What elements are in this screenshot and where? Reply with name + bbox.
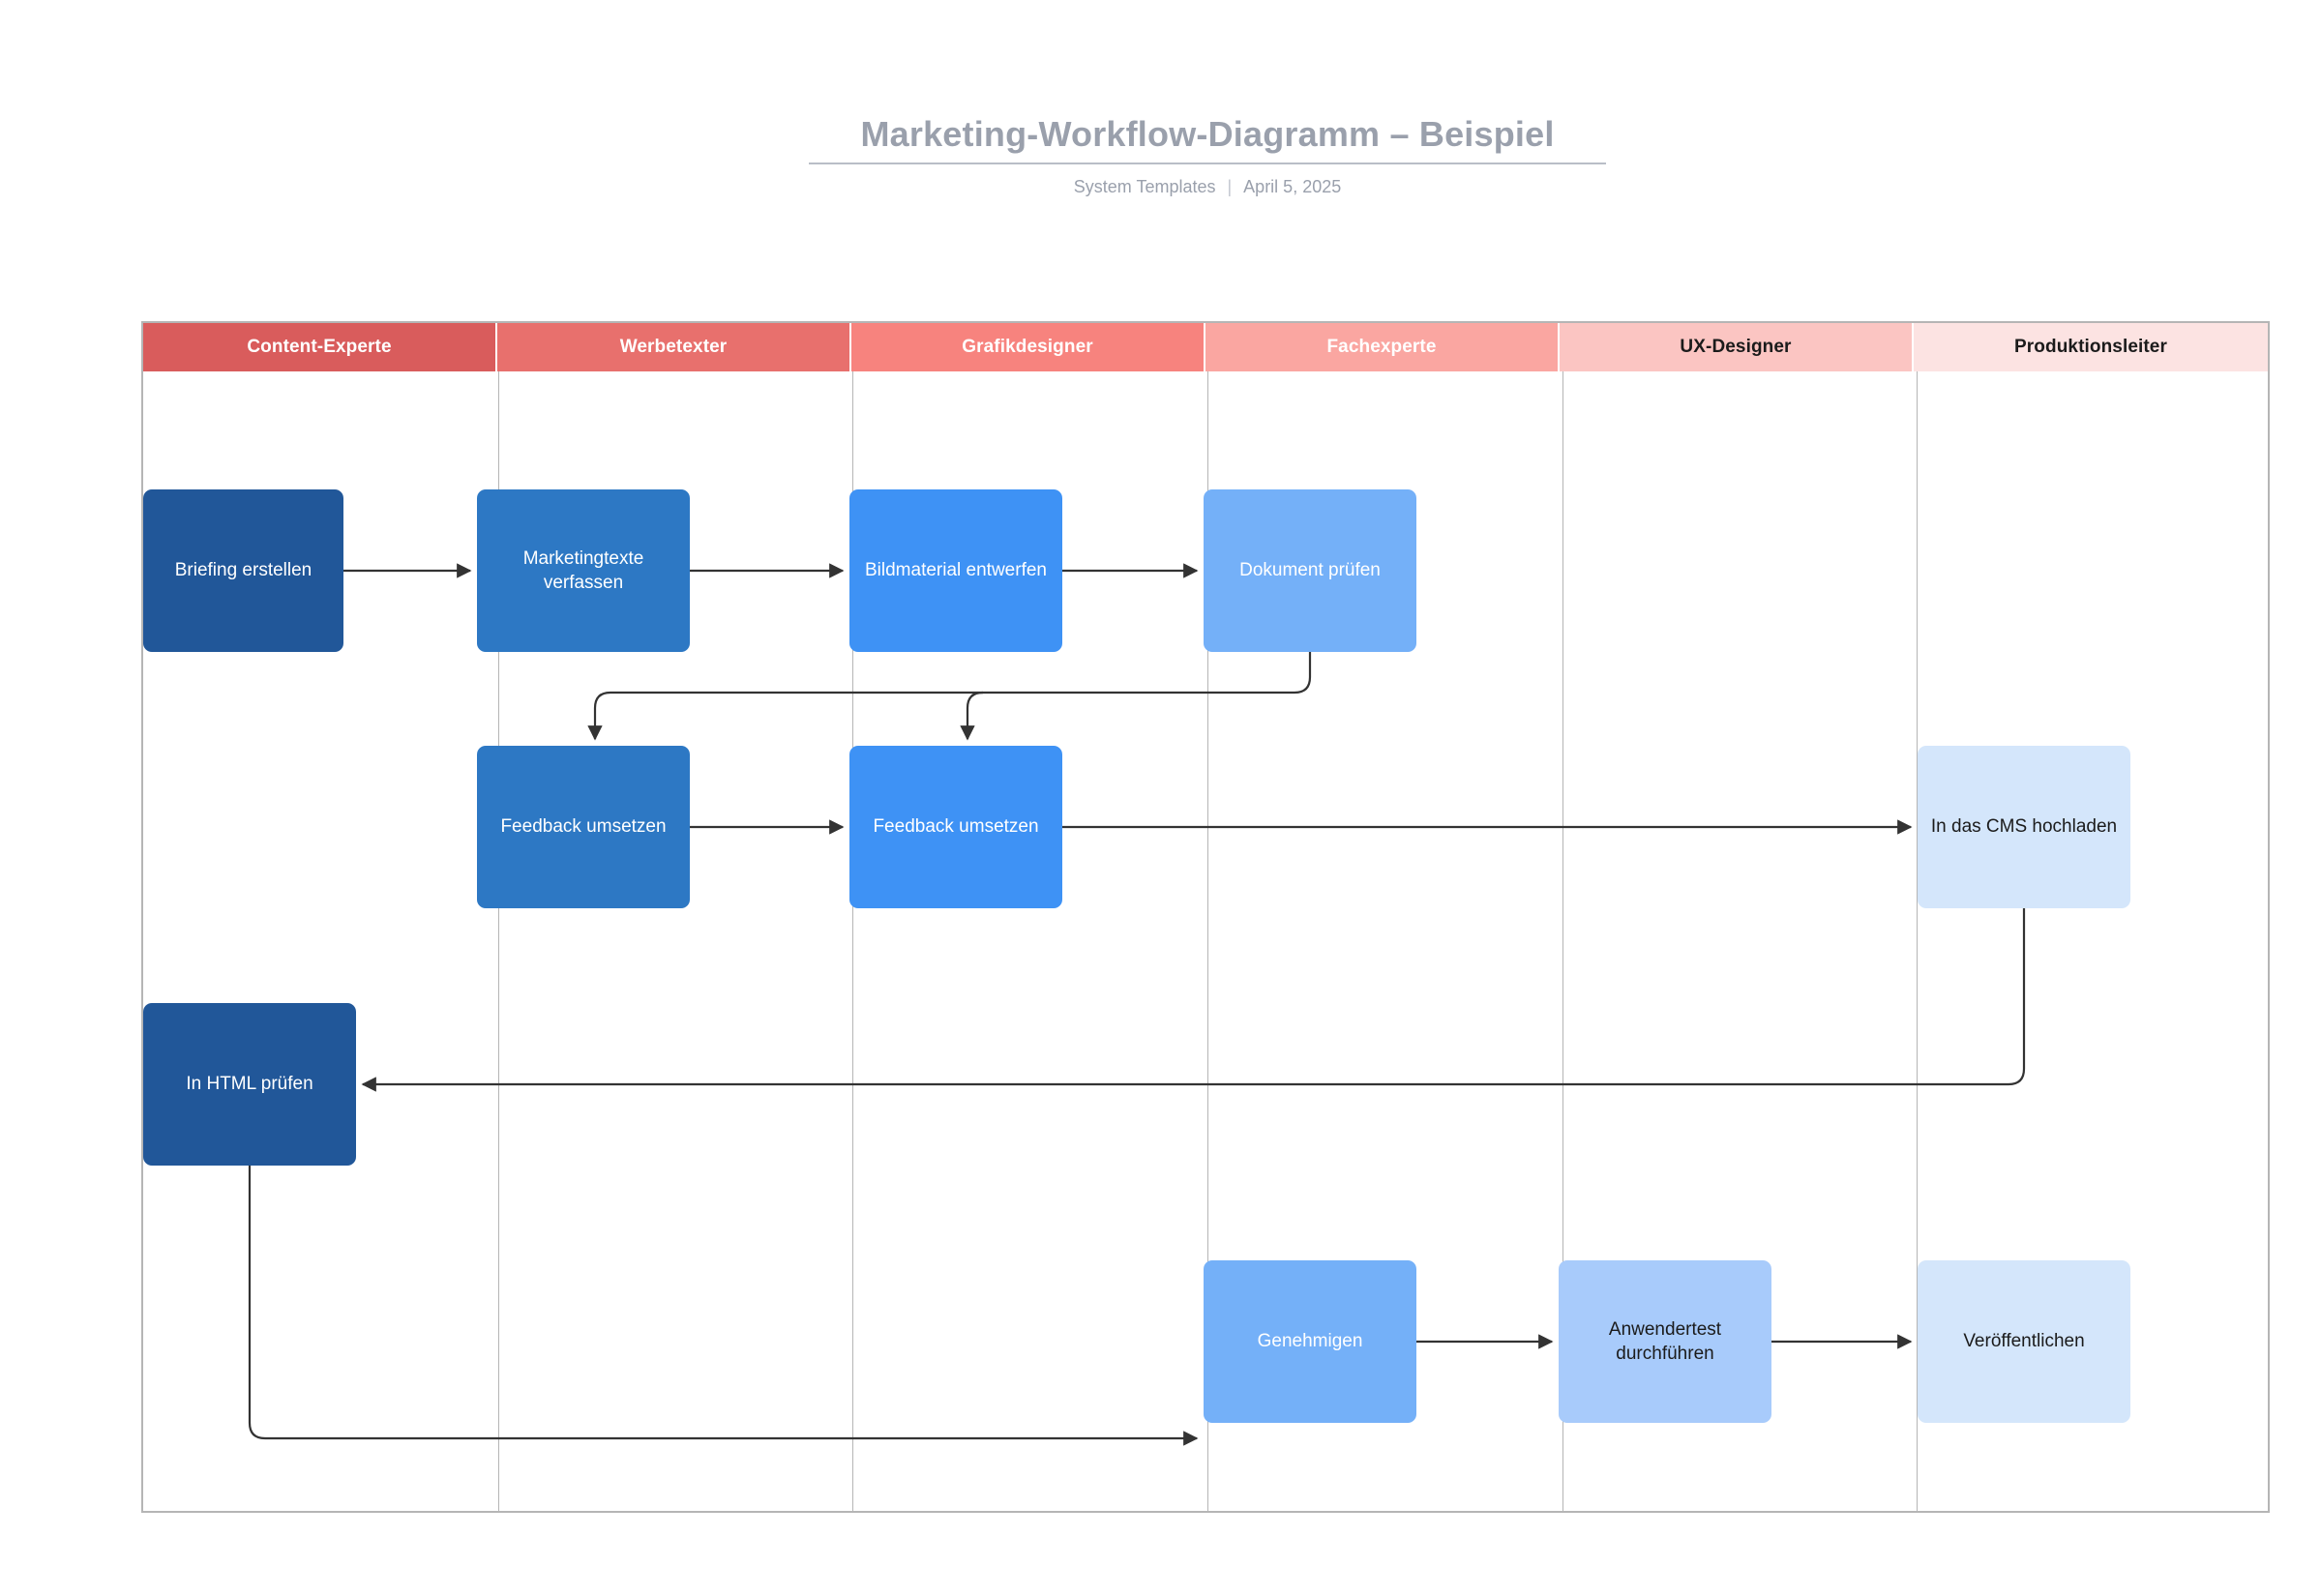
process-node-bild[interactable]: Bildmaterial entwerfen [849,489,1062,652]
node-label-publish: Veröffentlichen [1963,1331,2085,1352]
edge-html-to-genehmigen [248,1166,1199,1446]
process-node-briefing[interactable]: Briefing erstellen [143,489,343,652]
process-node-genehmigen[interactable]: Genehmigen [1204,1260,1416,1423]
node-label-feedback2: Feedback umsetzen [873,816,1039,838]
node-label-test: Anwendertest durchführen [1608,1318,1722,1364]
node-label-cms: In das CMS hochladen [1930,816,2118,838]
title-underline [809,163,1606,165]
edge-dokument-to-feedback2 [960,691,984,741]
lane-divider-4 [1562,371,1563,1511]
subtitle-date: April 5, 2025 [1243,177,1342,197]
document-subtitle: System Templates | April 5, 2025 [809,177,1606,197]
subtitle-source: System Templates [1073,177,1216,197]
node-label-feedback1: Feedback umsetzen [500,816,667,838]
lane-divider-1 [498,371,499,1511]
connector-layer [248,563,2026,1446]
node-label-html: In HTML prüfen [186,1074,313,1095]
lane-divider-2 [852,371,853,1511]
lane-header-3: Grafikdesigner [851,323,1205,371]
process-node-cms[interactable]: In das CMS hochladen [1918,746,2130,908]
edge-dokument-trunk [610,652,1312,695]
page-title: Marketing-Workflow-Diagramm – Beispiel [860,114,1555,154]
lane-header-4: Fachexperte [1205,323,1560,371]
node-label-bild: Bildmaterial entwerfen [865,560,1047,581]
lane-header-6: Produktionsleiter [1914,323,2268,371]
process-node-feedback1[interactable]: Feedback umsetzen [477,746,690,908]
process-node-dokument[interactable]: Dokument prüfen [1204,489,1416,652]
node-label-texte: Marketingtexte verfassen [522,547,644,593]
process-node-texte[interactable]: Marketingtexte verfassen [477,489,690,652]
process-node-feedback2[interactable]: Feedback umsetzen [849,746,1062,908]
process-node-publish[interactable]: Veröffentlichen [1918,1260,2130,1423]
document-header: Marketing-Workflow-Diagramm – Beispiel S… [809,114,1606,197]
subtitle-separator: | [1227,177,1233,197]
edge-dokument-to-feedback1 [587,691,611,741]
process-node-html[interactable]: In HTML prüfen [143,1003,356,1166]
lane-header-5: UX-Designer [1560,323,1914,371]
edge-cms-to-html [361,908,2026,1092]
lane-divider-5 [1917,371,1918,1511]
lane-divider-3 [1207,371,1208,1511]
node-label-dokument: Dokument prüfen [1239,560,1381,581]
lane-header-2: Werbetexter [497,323,851,371]
lane-header-1: Content-Experte [143,323,497,371]
node-label-genehmigen: Genehmigen [1257,1331,1363,1352]
node-label-briefing: Briefing erstellen [174,560,312,581]
process-node-test[interactable]: Anwendertest durchführen [1559,1260,1771,1423]
